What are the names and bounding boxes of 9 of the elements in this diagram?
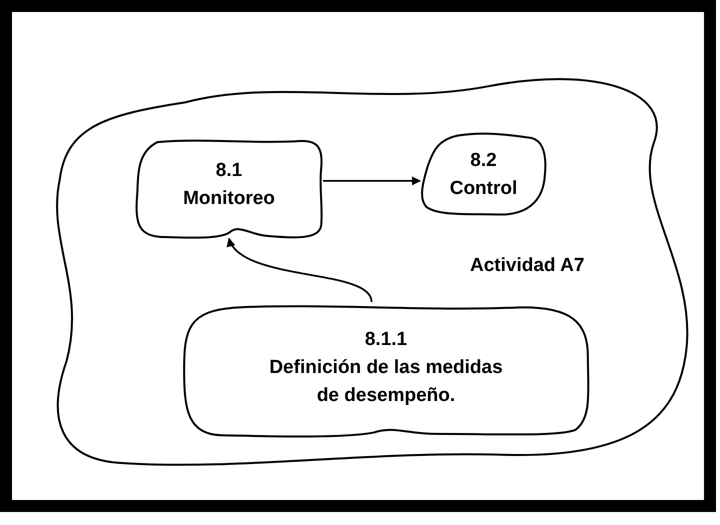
node-label: 8.1 bbox=[216, 159, 242, 183]
node-label: Actividad A7 bbox=[470, 255, 584, 276]
arrow bbox=[228, 238, 372, 302]
node-label: Monitoreo bbox=[183, 187, 275, 211]
node-label: 8.2 bbox=[470, 149, 497, 173]
arrow bbox=[323, 176, 421, 186]
node-label: Control bbox=[450, 177, 518, 201]
node-label: 8.1.1 bbox=[364, 328, 408, 352]
node-label: Definición de las medidas de desempeño. bbox=[268, 356, 504, 408]
